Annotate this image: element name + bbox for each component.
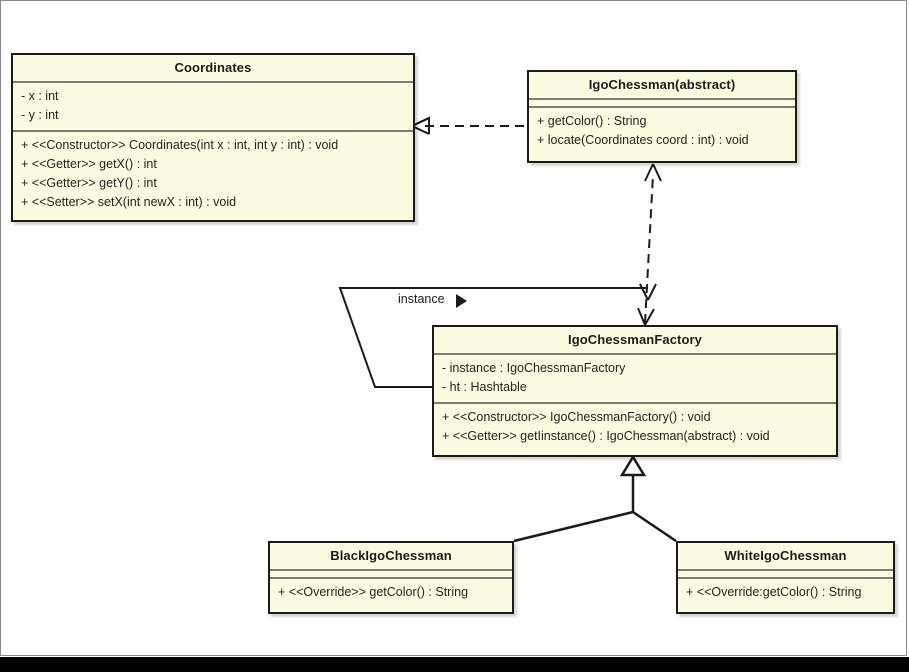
attributes-compartment <box>270 569 512 577</box>
association-direction-triangle-icon <box>456 294 467 308</box>
operation-row: + <<Getter>> getIinstance() : IgoChessma… <box>442 429 770 443</box>
dependency-factory-to-chessman <box>637 163 662 326</box>
class-name-coordinates: Coordinates <box>174 60 252 75</box>
operation-row: + getColor() : String <box>537 114 647 128</box>
attributes-compartment: - instance : IgoChessmanFactory - ht : H… <box>434 353 836 402</box>
class-box-igochessman[interactable]: IgoChessman(abstract) + getColor() : Str… <box>527 70 797 163</box>
attributes-compartment <box>529 98 795 106</box>
class-box-blackigochessman[interactable]: BlackIgoChessman + <<Override>> getColor… <box>268 541 514 614</box>
association-label-instance: instance <box>396 292 447 306</box>
class-name-whiteigochessman: WhiteIgoChessman <box>724 548 847 563</box>
attributes-compartment <box>678 569 893 577</box>
attribute-row: - x : int <box>21 89 59 103</box>
operations-compartment: + getColor() : String + locate(Coordinat… <box>529 106 795 155</box>
operation-row: + <<Override>> getColor() : String <box>278 585 469 599</box>
operation-row: + <<Constructor>> IgoChessmanFactory() :… <box>442 410 711 424</box>
operation-row: + <<Constructor>> Coordinates(int x : in… <box>21 138 339 152</box>
operations-compartment: + <<Constructor>> Coordinates(int x : in… <box>13 130 413 217</box>
operations-compartment: + <<Constructor>> IgoChessmanFactory() :… <box>434 402 836 451</box>
operation-row: + <<Setter>> setX(int newX : int) : void <box>21 195 237 209</box>
operations-compartment: + <<Override>> getColor() : String <box>270 577 512 607</box>
generalization-to-factory <box>513 454 677 543</box>
class-box-whiteigochessman[interactable]: WhiteIgoChessman + <<Override:getColor()… <box>676 541 895 614</box>
class-box-coordinates[interactable]: Coordinates - x : int - y : int + <<Cons… <box>11 53 415 222</box>
attributes-compartment: - x : int - y : int <box>13 81 413 130</box>
association-instance-loop <box>338 283 657 388</box>
operation-row: + locate(Coordinates coord : int) : void <box>537 133 749 147</box>
attribute-row: - ht : Hashtable <box>442 380 527 394</box>
operation-row: + <<Getter>> getY() : int <box>21 176 157 190</box>
bottom-black-bar <box>0 657 909 672</box>
class-box-igochessmanfactory[interactable]: IgoChessmanFactory - instance : IgoChess… <box>432 325 838 457</box>
class-name-igochessmanfactory: IgoChessmanFactory <box>567 332 702 347</box>
class-name-igochessman: IgoChessman(abstract) <box>588 77 736 92</box>
attribute-row: - instance : IgoChessmanFactory <box>442 361 626 375</box>
attribute-row: - y : int <box>21 108 59 122</box>
dependency-chessman-to-coordinates <box>411 116 524 135</box>
operation-row: + <<Override:getColor() : String <box>686 585 862 599</box>
class-name-blackigochessman: BlackIgoChessman <box>330 548 452 563</box>
operations-compartment: + <<Override:getColor() : String <box>678 577 893 607</box>
operation-row: + <<Getter>> getX() : int <box>21 157 157 171</box>
